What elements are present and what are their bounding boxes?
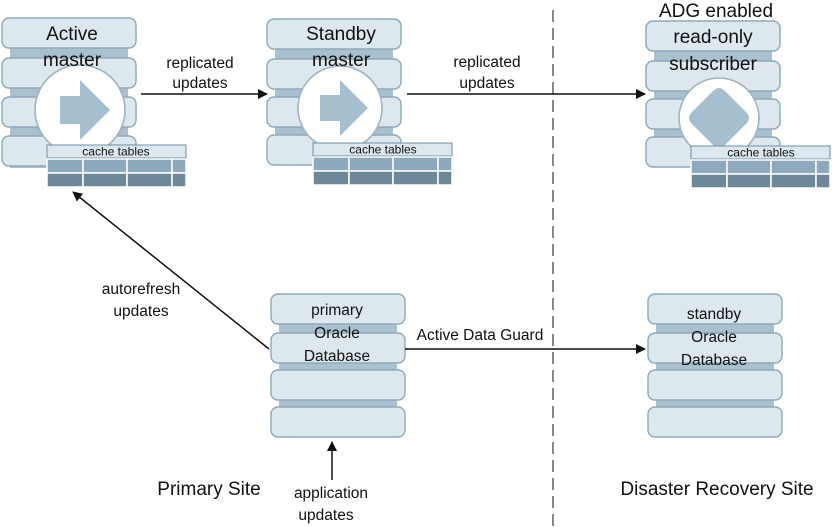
standby-database-line1: standby bbox=[687, 306, 742, 323]
arrow-right-icon bbox=[60, 80, 110, 140]
standby-master-title-line2: master bbox=[312, 50, 371, 71]
primary-site-label: Primary Site bbox=[157, 479, 260, 500]
standby-master-cache-label: cache tables bbox=[349, 143, 416, 157]
primary-database-stack bbox=[270, 293, 406, 438]
standby-database-node: standby Oracle Database bbox=[647, 293, 783, 438]
subscriber-cache-label: cache tables bbox=[727, 146, 794, 160]
autorefresh-label-line2: updates bbox=[113, 303, 168, 320]
disaster-recovery-site-label: Disaster Recovery Site bbox=[620, 479, 813, 500]
replicated-label-1-line2: updates bbox=[172, 75, 227, 92]
standby-database-line3: Database bbox=[681, 352, 747, 369]
active-master-title-line1: Active bbox=[46, 24, 98, 45]
active-master-title-line2: master bbox=[43, 50, 102, 71]
subscriber-node: cache tables ADG enabled read-only subsc… bbox=[645, 1, 831, 189]
active-data-guard-label: Active Data Guard bbox=[417, 327, 544, 344]
standby-master-cache-tables: cache tables bbox=[312, 142, 453, 186]
standby-master-title-line1: Standby bbox=[306, 24, 376, 45]
primary-database-line2: Oracle bbox=[314, 325, 360, 342]
autorefresh-arrow bbox=[72, 191, 270, 350]
active-master-cache-label: cache tables bbox=[82, 145, 149, 159]
subscriber-title-line1: ADG enabled bbox=[659, 1, 773, 22]
subscriber-title-line2: read-only bbox=[673, 27, 753, 48]
diamond-icon bbox=[689, 88, 749, 148]
application-label-line1: application bbox=[294, 485, 368, 502]
primary-database-line1: primary bbox=[311, 302, 363, 319]
primary-database-node: primary Oracle Database bbox=[270, 293, 406, 438]
arrow-right-icon bbox=[320, 80, 368, 136]
standby-database-line2: Oracle bbox=[691, 329, 737, 346]
active-master-node: cache tables Active master bbox=[1, 17, 187, 188]
autorefresh-label-line1: autorefresh bbox=[102, 281, 180, 298]
standby-master-node: cache tables Standby master bbox=[266, 18, 453, 186]
replicated-label-2-line1: replicated bbox=[453, 54, 520, 71]
replicated-label-1-line1: replicated bbox=[166, 55, 233, 72]
replicated-label-2-line2: updates bbox=[459, 75, 514, 92]
application-label-line2: updates bbox=[298, 507, 353, 524]
subscriber-title-line3: subscriber bbox=[669, 54, 757, 75]
active-master-cache-tables: cache tables bbox=[46, 144, 187, 188]
subscriber-cache-tables: cache tables bbox=[690, 145, 831, 189]
primary-database-line3: Database bbox=[304, 348, 370, 365]
standby-database-stack bbox=[647, 293, 783, 438]
